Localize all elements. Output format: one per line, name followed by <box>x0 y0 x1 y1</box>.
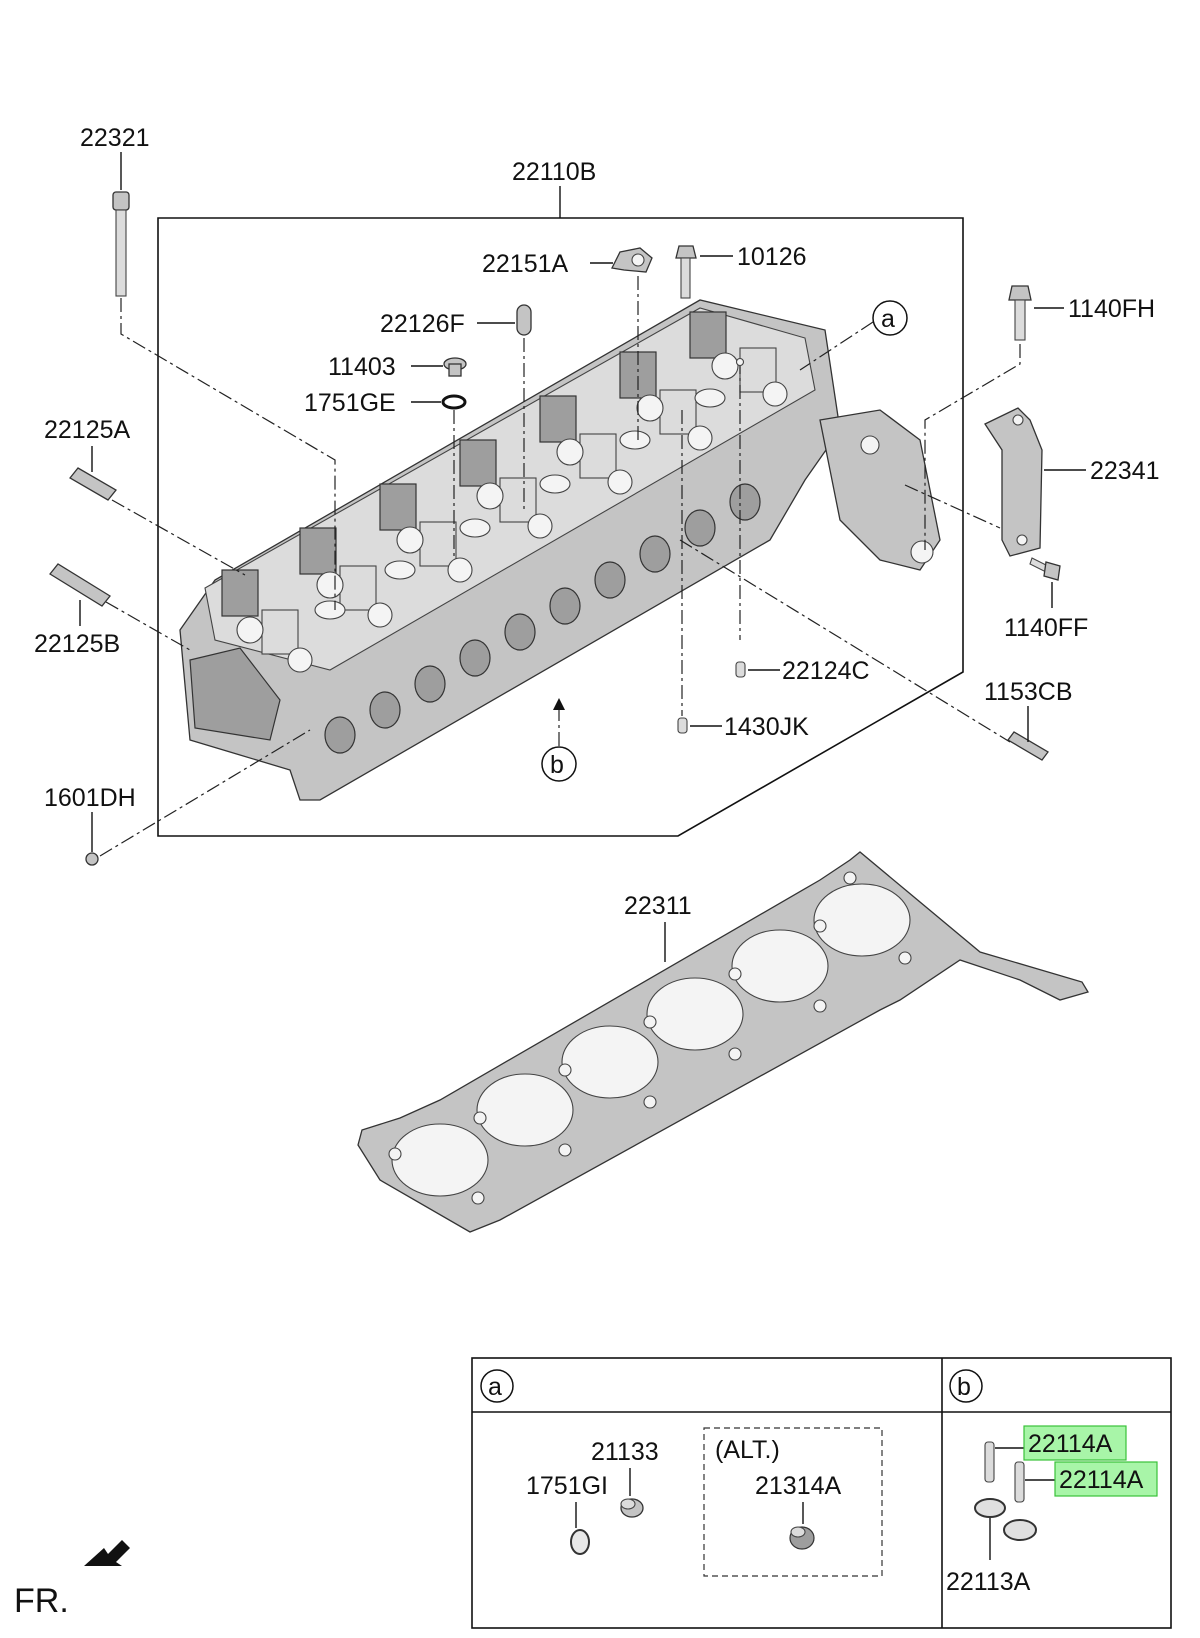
ball-1601DH[interactable] <box>85 852 99 866</box>
bracket-22341[interactable] <box>984 407 1043 557</box>
part-label-21133[interactable]: 21133 <box>591 1438 659 1466</box>
part-label-22125B[interactable]: 22125B <box>34 630 120 658</box>
valve-seat-22113A[interactable] <box>974 1498 1037 1541</box>
part-label-1751GE[interactable]: 1751GE <box>304 389 396 417</box>
part-label-10126[interactable]: 10126 <box>737 243 807 271</box>
part-label-1140FH[interactable]: 1140FH <box>1068 295 1155 323</box>
part-label-11403[interactable]: 11403 <box>328 353 396 381</box>
oring-1751GI[interactable] <box>570 1529 590 1555</box>
alt-box <box>703 1427 883 1577</box>
bolt-10126[interactable] <box>675 245 697 299</box>
orientation-label: FR. <box>14 1582 69 1620</box>
valve-guide-22114A-1[interactable] <box>984 1441 995 1483</box>
cylinder-head[interactable] <box>179 299 941 801</box>
oring-1751GE[interactable] <box>441 394 467 410</box>
part-label-1153CB[interactable]: 1153CB <box>984 678 1073 706</box>
assembly-frame <box>157 217 964 837</box>
part-label-1430JK[interactable]: 1430JK <box>724 713 809 741</box>
legend-table <box>471 1357 1172 1629</box>
legend-callout-b <box>949 1369 983 1403</box>
legend-col-a-label: a <box>488 1373 502 1401</box>
callout-b[interactable] <box>541 746 577 782</box>
part-label-22321[interactable]: 22321 <box>80 124 150 152</box>
highlight-22114A-2 <box>1054 1461 1158 1497</box>
head-gasket-22311[interactable] <box>357 851 1089 1233</box>
part-label-22125A[interactable]: 22125A <box>44 416 131 444</box>
part-label-22110B[interactable]: 22110B <box>512 158 596 186</box>
part-label-1601DH[interactable]: 1601DH <box>44 784 136 812</box>
plug-21314A[interactable] <box>789 1526 815 1550</box>
callout-a-label: a <box>881 305 895 333</box>
part-label-22114A-2[interactable]: 22114A <box>1059 1466 1144 1494</box>
callout-a[interactable] <box>872 300 908 336</box>
plug-1430JK[interactable] <box>677 717 688 734</box>
dowel-1153CB[interactable] <box>1007 731 1049 761</box>
dowel-22125A[interactable] <box>69 467 117 501</box>
plug-21133[interactable] <box>620 1498 644 1518</box>
part-label-22113A[interactable]: 22113A <box>946 1568 1031 1596</box>
legend-col-b-label: b <box>957 1373 971 1401</box>
part-label-22124C[interactable]: 22124C <box>782 657 870 685</box>
legend-callout-a <box>480 1369 514 1403</box>
dowel-22126F[interactable] <box>516 304 532 336</box>
part-label-1751GI[interactable]: 1751GI <box>526 1472 608 1500</box>
part-label-22341[interactable]: 22341 <box>1090 457 1160 485</box>
head-bolt-22321[interactable] <box>112 191 130 297</box>
part-label-22114A-1[interactable]: 22114A <box>1028 1430 1113 1458</box>
bolt-1140FH[interactable] <box>1008 285 1032 341</box>
part-label-22311[interactable]: 22311 <box>624 892 692 920</box>
alt-label: (ALT.) <box>715 1436 780 1464</box>
part-label-21314A[interactable]: 21314A <box>755 1472 842 1500</box>
part-label-22151A[interactable]: 22151A <box>482 250 569 278</box>
dowel-22124C[interactable] <box>735 661 746 678</box>
callout-b-label: b <box>550 751 564 779</box>
part-label-22126F[interactable]: 22126F <box>380 310 465 338</box>
front-arrow-icon <box>84 1540 130 1566</box>
plug-11403[interactable] <box>443 357 467 377</box>
bracket-22151A[interactable] <box>611 247 653 273</box>
part-label-1140FF[interactable]: 1140FF <box>1004 614 1088 642</box>
highlight-22114A-1 <box>1023 1425 1127 1461</box>
valve-guide-22114A-2[interactable] <box>1014 1461 1025 1503</box>
bolt-1140FF[interactable] <box>1029 557 1061 581</box>
dowel-22125B[interactable] <box>49 563 111 607</box>
